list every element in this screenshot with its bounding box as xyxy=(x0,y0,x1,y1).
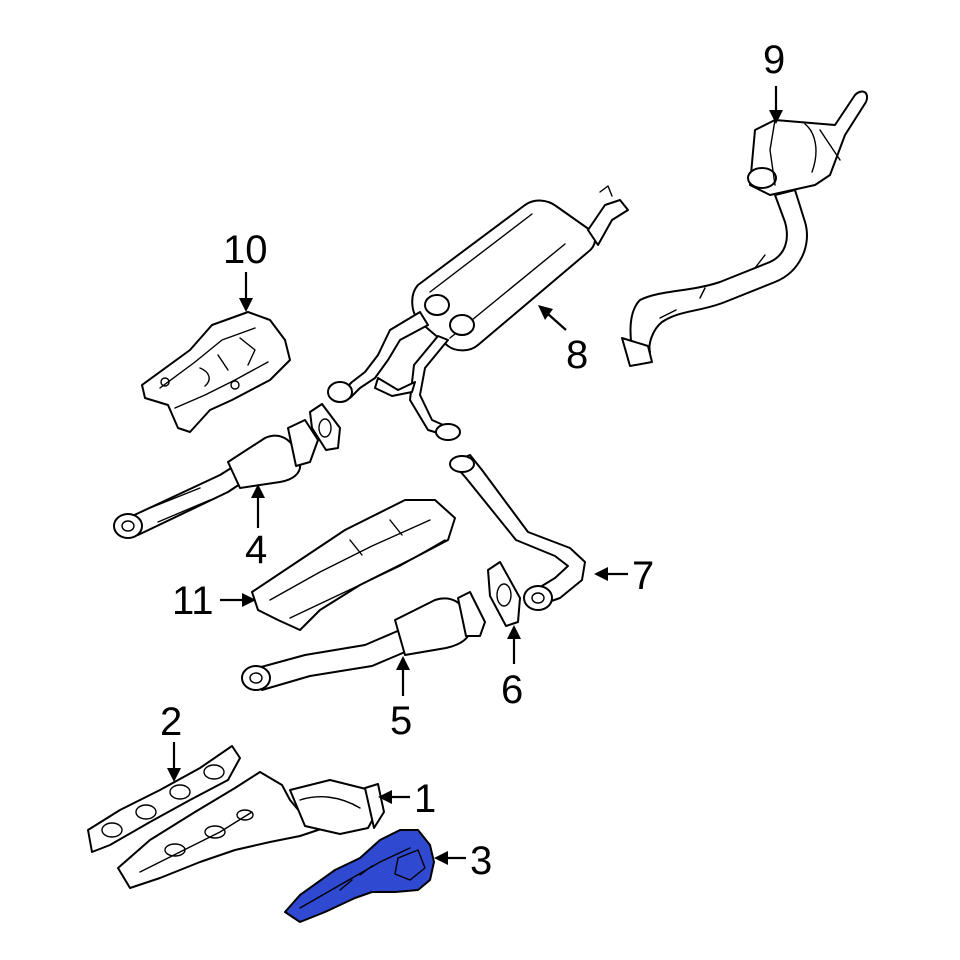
callout-4: 4 xyxy=(245,528,267,572)
part-2-manifold-gasket[interactable] xyxy=(87,745,241,853)
callout-5: 5 xyxy=(390,699,412,743)
callout-7: 7 xyxy=(632,554,654,598)
callout-1: 1 xyxy=(414,777,436,821)
callout-labels: 1 2 3 4 5 6 7 8 9 10 11 xyxy=(160,38,785,883)
callout-2: 2 xyxy=(160,700,182,744)
callout-3: 3 xyxy=(470,839,492,883)
part-7-mid-pipe[interactable] xyxy=(449,454,586,611)
part-11-heat-shield[interactable] xyxy=(251,499,456,631)
part-1-exhaust-manifold[interactable] xyxy=(117,771,385,889)
part-10-heat-shield[interactable] xyxy=(141,311,291,433)
part-6-gaskets[interactable] xyxy=(309,403,521,627)
callout-8: 8 xyxy=(566,333,588,377)
callout-10: 10 xyxy=(223,228,268,272)
part-5-front-pipe[interactable] xyxy=(241,591,486,691)
callout-11: 11 xyxy=(172,579,214,623)
callout-9: 9 xyxy=(763,38,785,82)
part-4-front-pipe[interactable] xyxy=(113,419,319,539)
part-9-tail-muffler[interactable] xyxy=(621,90,868,367)
leader-lines xyxy=(167,86,783,865)
callout-6: 6 xyxy=(501,668,523,712)
part-8-center-muffler[interactable] xyxy=(327,185,629,441)
part-3-manifold-heat-shield[interactable] xyxy=(284,829,435,923)
